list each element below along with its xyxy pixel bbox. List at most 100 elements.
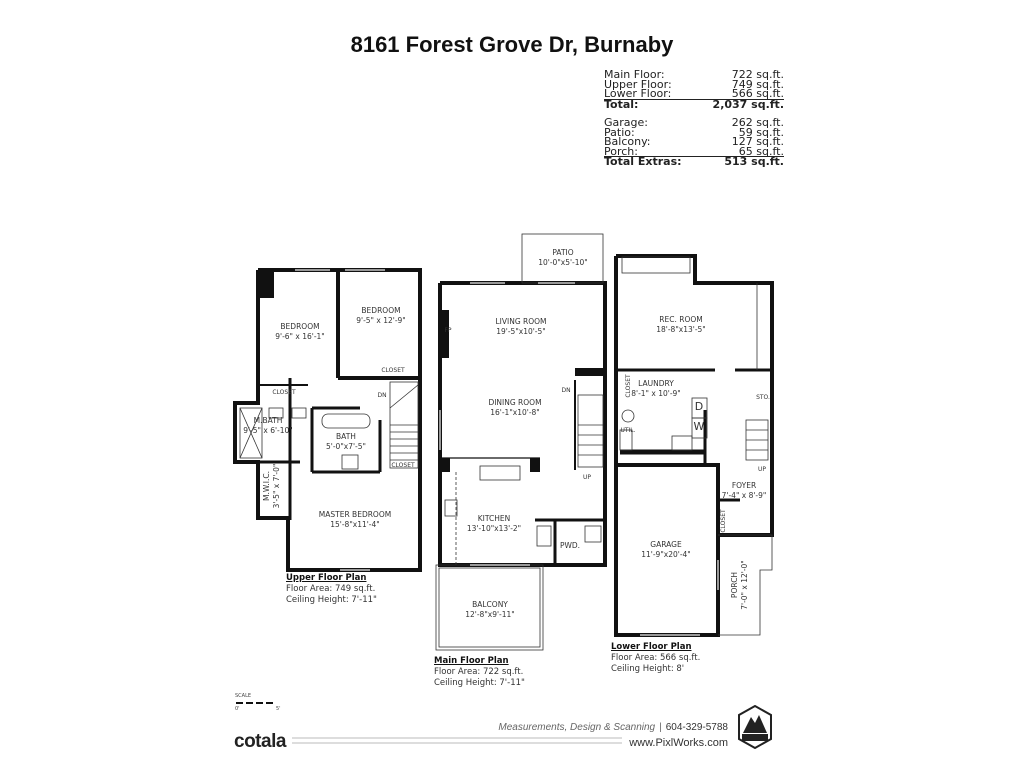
closet-label: CLOSET [272, 389, 296, 396]
closet-label: CLOSET [720, 509, 727, 533]
closet-label: CLOSET [391, 462, 415, 469]
room-name: M.BATH [253, 416, 283, 425]
dryer-label: D [694, 400, 704, 413]
extra-row-garage: Garage:262 sq.ft. [604, 116, 784, 129]
separator: | [659, 722, 662, 733]
closet-label: CLOSET [625, 374, 632, 398]
caption-ceiling: Ceiling Height: 8' [611, 664, 685, 674]
room-dimensions: 8'-1" x 10'-9" [631, 389, 681, 398]
room-dimensions: 9'-5" x 6'-10" [243, 426, 293, 435]
website-link[interactable]: www.PixlWorks.com [629, 737, 728, 749]
extra-row-balcony: Balcony:127 sq.ft. [604, 135, 784, 148]
extra-row-porch: Porch:65 sq.ft. [604, 144, 784, 158]
area-label: Porch: [604, 144, 638, 158]
caption-area: Floor Area: 749 sq.ft. [286, 584, 376, 594]
extras-total: Total Extras:513 sq.ft. [604, 156, 784, 167]
caption-area: Floor Area: 566 sq.ft. [611, 653, 701, 663]
area-label: Total Extras: [604, 155, 682, 168]
lower-fixtures [619, 256, 773, 636]
pixlworks-logo [738, 704, 772, 750]
room-dimensions: 5'-0"x7'-5" [326, 442, 366, 451]
room-dimensions: 13'-10"x13'-2" [466, 524, 522, 533]
stairs-down-label: DN [377, 392, 387, 399]
area-row-lower: Lower Floor:566 sq.ft. [604, 87, 784, 100]
room-walk-in-closet: M.W.I.C.3'-5" x 7'-0" [262, 464, 282, 509]
room-name: BATH [336, 432, 356, 441]
extra-row-patio: Patio:59 sq.ft. [604, 125, 784, 139]
caption-ceiling: Ceiling Height: 7'-11" [434, 678, 525, 688]
area-label: Total: [604, 97, 639, 111]
area-row-main: Main Floor: 722 sq.ft. [604, 68, 784, 81]
caption-title: Upper Floor Plan [286, 573, 367, 583]
room-name: MASTER BEDROOM [318, 510, 392, 519]
room-name: KITCHEN [477, 514, 511, 523]
room-storage: STO. [756, 394, 770, 401]
room-dimensions: 12'-8"x9'-11" [465, 610, 515, 619]
area-summary: Main Floor: 722 sq.ft. Upper Floor:749 sq… [604, 68, 784, 167]
scale-bar [236, 702, 276, 704]
upper-stairs [239, 381, 419, 470]
room-name: GARAGE [650, 540, 682, 549]
disclaimer-text [292, 742, 622, 744]
room-dimensions: 9'-5" x 12'-9" [356, 316, 406, 325]
area-label: Garage: [604, 116, 648, 129]
stairs-up-label: UP [757, 466, 767, 473]
room-utility: UTIL. [620, 427, 636, 434]
scale-end: 5' [276, 706, 281, 712]
area-row-upper: Upper Floor:749 sq.ft. [604, 77, 784, 91]
area-label: Patio: [604, 125, 635, 139]
room-powder: PWD. [559, 541, 581, 550]
upper-windows [295, 269, 385, 571]
room-name: FOYER [731, 481, 757, 490]
area-value: 722 sq.ft. [731, 68, 784, 81]
scale-start: 0' [235, 706, 240, 712]
area-value: 127 sq.ft. [731, 135, 784, 148]
main-fixtures [435, 233, 604, 651]
room-dimensions: 3'-5" x 7'-0" [272, 463, 281, 509]
room-name: BEDROOM [361, 306, 401, 315]
cotala-logo: cotala [234, 731, 286, 752]
room-dimensions: 19'-5"x10'-5" [496, 327, 546, 336]
room-dimensions: 7'-0" x 12'-0" [740, 560, 749, 610]
page-title: 8161 Forest Grove Dr, Burnaby [350, 32, 674, 57]
caption-area: Floor Area: 722 sq.ft. [434, 667, 524, 677]
area-value: 749 sq.ft. [731, 77, 784, 91]
room-dimensions: 15'-8"x11'-4" [330, 520, 380, 529]
room-dimensions: 11'-9"x20'-4" [641, 550, 691, 559]
caption-title: Main Floor Plan [434, 656, 509, 666]
website-line: www.PixlWorks.com [629, 737, 728, 749]
room-dimensions: 16'-1"x10'-8" [490, 408, 540, 417]
area-label: Main Floor: [604, 68, 665, 81]
upper-floor-walls [233, 268, 422, 572]
contact-line: Measurements, Design & Scanning | 604-32… [498, 722, 728, 733]
area-value: 566 sq.ft. [731, 87, 784, 100]
room-name: BALCONY [472, 600, 508, 609]
upper-column [258, 270, 274, 298]
stairs-up-label: UP [582, 474, 592, 481]
room-name: M.W.I.C. [262, 470, 271, 502]
main-windows [439, 282, 575, 566]
fireplace-label: FP [444, 327, 452, 334]
disclaimer-text [292, 737, 622, 739]
room-name: LIVING ROOM [495, 317, 547, 326]
phone-number: 604-329-5788 [665, 722, 728, 733]
room-dimensions: 10'-0"x5'-10" [538, 258, 588, 267]
room-dimensions: 18'-8"x13'-5" [656, 325, 706, 334]
room-name: BEDROOM [280, 322, 320, 331]
room-name: PORCH [730, 571, 739, 599]
tagline: Measurements, Design & Scanning [498, 722, 656, 733]
